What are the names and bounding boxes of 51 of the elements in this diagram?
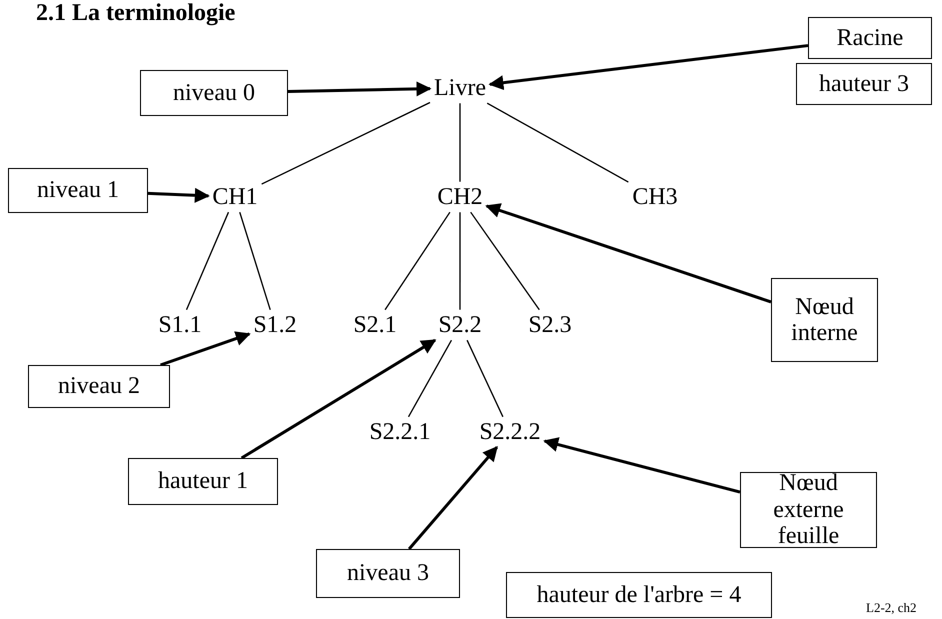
annotation-box <box>316 549 460 598</box>
annotation-text: hauteur 3 <box>819 70 909 98</box>
arrow <box>485 203 772 304</box>
annotation-box <box>740 472 877 548</box>
arrow <box>160 331 251 366</box>
annotation-box <box>28 365 170 408</box>
tree-node-label: S2.1 <box>353 312 397 338</box>
arrow <box>288 81 432 96</box>
annotation-text: Nœud externe feuille <box>772 470 845 550</box>
annotation-text: niveau 2 <box>58 373 140 400</box>
arrow <box>240 338 436 460</box>
tree-node-label: CH1 <box>212 184 258 210</box>
tree-branch <box>486 102 629 183</box>
slide-footer: L2-2, ch2 <box>866 600 917 616</box>
tree-branch <box>470 212 540 310</box>
arrow <box>488 44 808 90</box>
tree-node-label: S2.2.2 <box>479 418 541 446</box>
annotation-text: niveau 1 <box>37 177 119 204</box>
tree-branch <box>261 102 430 185</box>
arrow <box>148 188 210 203</box>
tree-branch <box>459 103 461 182</box>
tree-node-label: S2.3 <box>528 312 572 338</box>
slide-title: 2.1 La terminologie <box>36 0 236 27</box>
tree-node-label: S1.2 <box>253 312 297 338</box>
tree-branch <box>239 212 271 310</box>
annotation-box <box>8 168 148 213</box>
annotation-text: niveau 0 <box>173 80 255 106</box>
tree-node-label: CH3 <box>632 184 678 210</box>
annotation-box <box>808 17 932 59</box>
tree-branch <box>466 340 504 418</box>
tree-branch <box>384 212 450 310</box>
tree-branch <box>408 340 452 418</box>
annotation-box <box>140 70 288 116</box>
tree-node-label: CH2 <box>437 184 483 210</box>
tree-node-label: S2.2.1 <box>369 418 431 446</box>
tree-node-label: S2.2 <box>438 312 482 338</box>
tree-node-label: S1.1 <box>158 312 202 338</box>
annotation-box <box>128 458 278 505</box>
arrow <box>408 446 498 550</box>
annotation-text: niveau 3 <box>347 560 429 587</box>
annotation-box <box>771 278 878 362</box>
annotation-text: hauteur de l'arbre = 4 <box>536 582 742 608</box>
tree-branch <box>186 212 230 310</box>
annotation-box <box>796 63 932 105</box>
annotation-text: Nœud interne <box>790 294 859 346</box>
annotation-box <box>506 572 772 618</box>
tree-node-label: Livre <box>434 74 486 102</box>
annotation-text: hauteur 1 <box>158 468 248 495</box>
annotation-text: Racine <box>836 24 904 52</box>
arrow <box>543 437 740 494</box>
tree-branch <box>459 212 461 310</box>
